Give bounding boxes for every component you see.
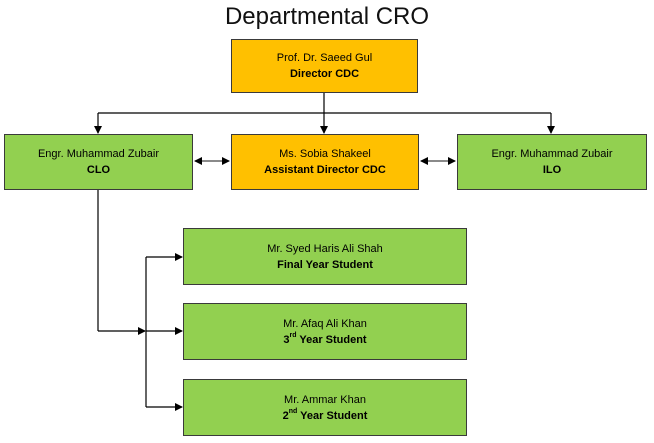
second-year-role-text: Year Student [297,409,368,422]
node-clo-name: Engr. Muhammad Zubair [37,148,160,160]
node-ilo-role: ILO [542,164,562,176]
node-clo: Engr. Muhammad Zubair CLO [4,134,193,190]
third-year-role-text: Year Student [296,333,367,346]
third-year-ordinal: 3 [283,333,290,346]
node-clo-role: CLO [86,164,111,176]
node-third-year-student: Mr. Afaq Ali Khan 3rd Year Student [183,303,467,360]
node-assistant-director: Ms. Sobia Shakeel Assistant Director CDC [231,134,419,190]
node-final-year-name: Mr. Syed Haris Ali Shah [267,242,383,255]
node-third-year-name: Mr. Afaq Ali Khan [283,317,367,330]
node-final-year-role: Final Year Student [277,258,373,271]
node-director-name: Prof. Dr. Saeed Gul [276,52,373,64]
node-director-role: Director CDC [289,68,360,80]
node-ilo-name: Engr. Muhammad Zubair [491,148,613,160]
node-assistant-director-role: Assistant Director CDC [264,164,386,176]
node-ilo: Engr. Muhammad Zubair ILO [457,134,647,190]
third-year-ordinal-suffix: rd [289,331,297,339]
node-director: Prof. Dr. Saeed Gul Director CDC [231,39,418,93]
node-second-year-role: 2nd Year Student [283,408,368,424]
second-year-ordinal: 2 [282,409,289,422]
node-second-year-name: Mr. Ammar Khan [284,393,366,406]
second-year-ordinal-suffix: nd [288,407,298,415]
node-third-year-role: 3rd Year Student [283,332,366,348]
diagram-title: Departmental CRO [224,3,430,30]
node-final-year-student: Mr. Syed Haris Ali Shah Final Year Stude… [183,228,467,285]
node-second-year-student: Mr. Ammar Khan 2nd Year Student [183,379,467,436]
node-assistant-director-name: Ms. Sobia Shakeel [279,148,371,160]
